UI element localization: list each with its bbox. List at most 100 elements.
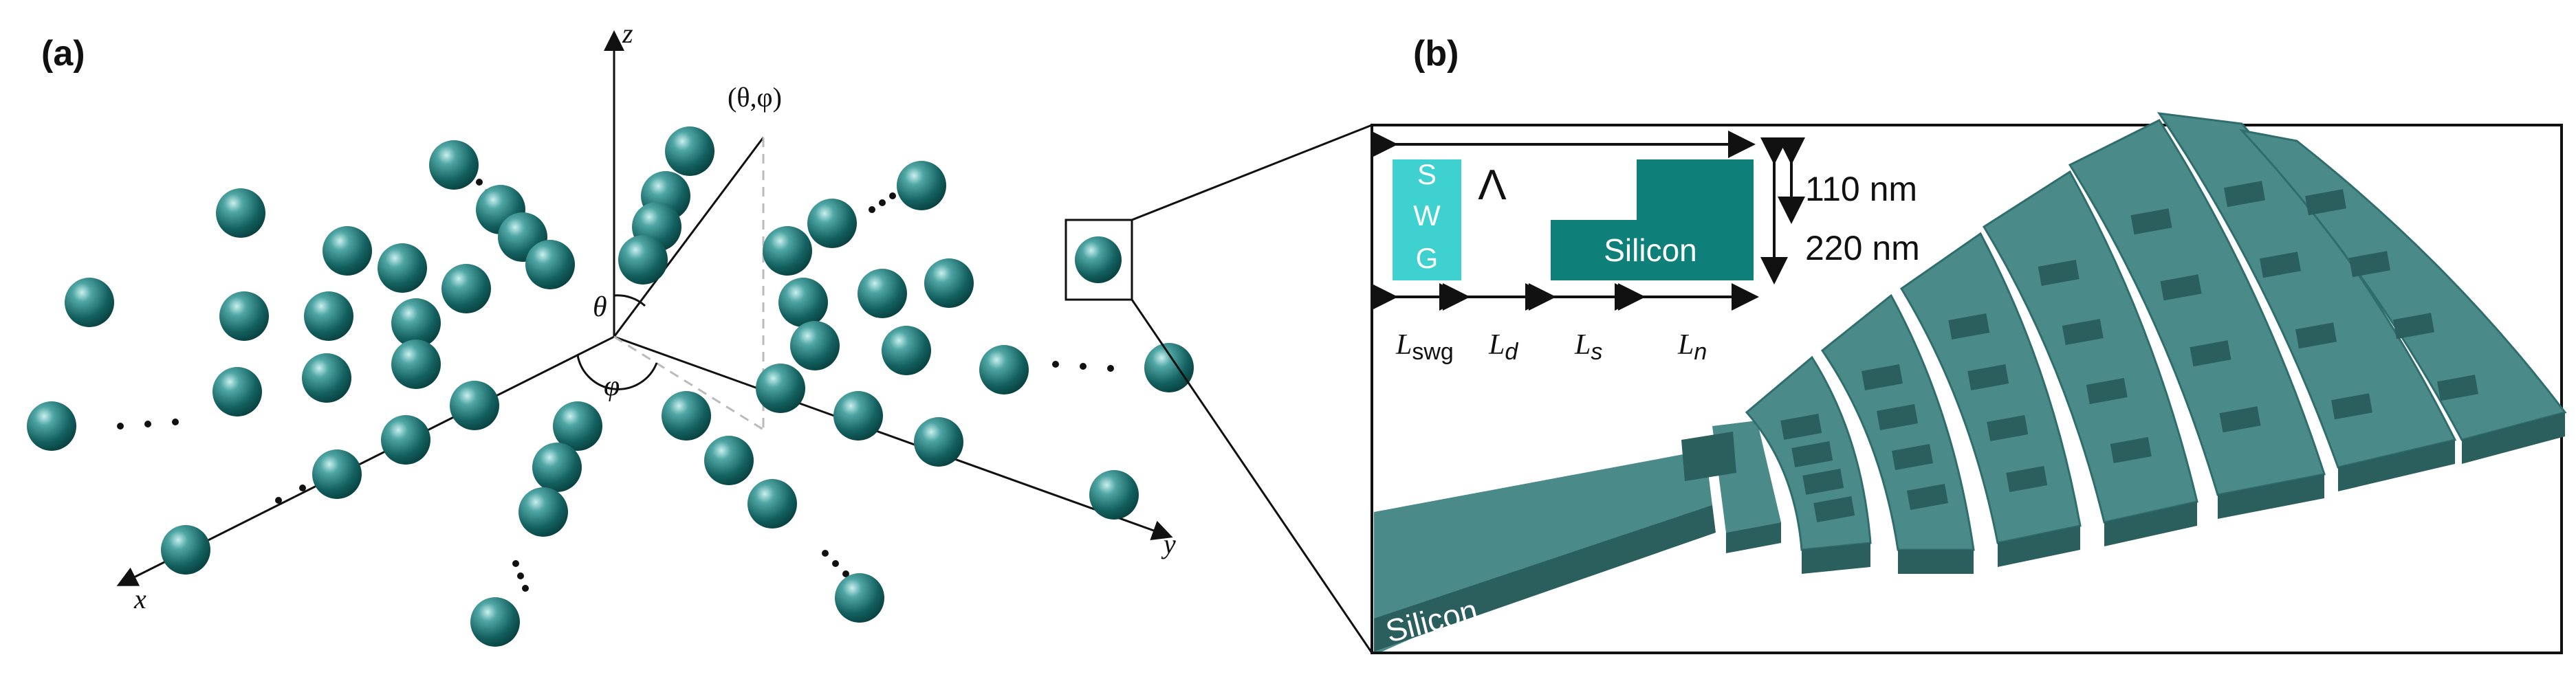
phi-label: φ bbox=[604, 370, 620, 402]
grating-notch bbox=[2260, 252, 2301, 278]
phi-arc bbox=[576, 355, 658, 390]
grating-notch bbox=[2437, 375, 2478, 401]
sphere bbox=[1144, 343, 1194, 392]
sphere bbox=[212, 367, 262, 416]
grating-notch bbox=[2086, 378, 2128, 404]
sphere bbox=[553, 401, 602, 451]
grating-notch bbox=[1907, 484, 1948, 510]
swg-letter-s: S bbox=[1417, 158, 1437, 190]
sphere bbox=[882, 326, 931, 375]
grating-notch bbox=[2295, 322, 2337, 349]
period-lambda: Λ bbox=[1478, 162, 1507, 209]
sphere bbox=[519, 487, 568, 537]
sphere bbox=[470, 597, 520, 647]
sphere bbox=[1089, 470, 1139, 520]
theta-label: θ bbox=[593, 291, 607, 323]
sphere bbox=[429, 140, 479, 190]
sphere bbox=[441, 264, 491, 313]
sphere bbox=[304, 291, 353, 341]
grating-segment-side bbox=[2462, 412, 2565, 464]
silicon-block-label: Silicon bbox=[1604, 232, 1697, 268]
dim-label-lswg: Lswg bbox=[1395, 329, 1454, 365]
dim-label-ld: Ld bbox=[1488, 329, 1518, 365]
grating-segment-side bbox=[1802, 543, 1870, 574]
cross-section-inset: S W G Λ Silicon 110 nm 220 nm Lswg Ld Ls… bbox=[1371, 131, 1920, 365]
sphere bbox=[219, 291, 269, 341]
sphere bbox=[858, 269, 907, 318]
direction-vector bbox=[613, 137, 765, 337]
grating-notch bbox=[2130, 208, 2172, 235]
etch-depth-label: 110 nm bbox=[1805, 170, 1917, 208]
sphere-array bbox=[27, 126, 1194, 647]
grating-notch bbox=[1791, 441, 1833, 467]
sphere bbox=[532, 443, 582, 492]
grating-notch bbox=[1967, 364, 2009, 390]
sphere bbox=[312, 449, 362, 499]
sphere bbox=[665, 126, 714, 176]
sphere bbox=[807, 199, 857, 248]
grating-notch bbox=[2038, 260, 2080, 286]
zoomed-sphere bbox=[1075, 236, 1122, 283]
sphere bbox=[618, 235, 668, 285]
dim-label-ls: Ls bbox=[1574, 329, 1602, 365]
swg-letter-w: W bbox=[1413, 199, 1441, 232]
sphere bbox=[790, 321, 840, 370]
sphere bbox=[391, 298, 441, 348]
projection-horizontal bbox=[613, 335, 764, 431]
segment-0-notch bbox=[1681, 432, 1736, 481]
grating-notch bbox=[2160, 274, 2202, 301]
grating-notch bbox=[2305, 189, 2346, 216]
zoom-line-top bbox=[1131, 124, 1373, 221]
grating-notch bbox=[1862, 364, 1903, 390]
sphere bbox=[302, 353, 351, 403]
waveguide-3d-structure bbox=[1374, 112, 2567, 652]
grating-notch bbox=[1948, 313, 1990, 340]
grating-segment-top bbox=[1982, 170, 2198, 524]
swg-letter-g: G bbox=[1416, 242, 1439, 274]
grating-segment-side bbox=[2104, 502, 2197, 546]
y-axis bbox=[613, 335, 1173, 540]
grating-notch bbox=[2393, 313, 2434, 340]
sphere bbox=[835, 573, 884, 623]
sphere bbox=[378, 243, 427, 293]
swg-block bbox=[1393, 159, 1461, 280]
sphere bbox=[778, 278, 828, 327]
grating-segment-side bbox=[2338, 440, 2455, 491]
segment-0-side bbox=[1726, 522, 1781, 553]
silicon-block bbox=[1551, 159, 1754, 280]
grating-segment-side bbox=[2218, 474, 2324, 519]
sphere bbox=[450, 381, 499, 430]
dim-label-ln: Ln bbox=[1677, 329, 1707, 365]
sphere bbox=[704, 436, 754, 485]
sphere bbox=[27, 401, 76, 451]
sphere bbox=[161, 525, 210, 575]
grating-notch bbox=[2110, 437, 2152, 463]
zoom-frame bbox=[1371, 124, 2563, 654]
sphere bbox=[897, 161, 946, 210]
grating-notch bbox=[2190, 340, 2231, 367]
grating-notch bbox=[2006, 466, 2048, 492]
grating-segment-side bbox=[1998, 526, 2080, 567]
grating-notch bbox=[1877, 404, 1918, 430]
sphere bbox=[662, 391, 711, 441]
grating-notch bbox=[2062, 319, 2104, 345]
grating-notch bbox=[2331, 393, 2372, 420]
theta-arc bbox=[613, 294, 646, 307]
sphere bbox=[391, 340, 441, 389]
sphere bbox=[65, 278, 114, 327]
direction-coordinate-label: (θ,φ) bbox=[728, 82, 782, 113]
sphere bbox=[747, 479, 797, 528]
thickness-label: 220 nm bbox=[1805, 229, 1920, 267]
y-axis-label: y bbox=[1161, 528, 1176, 559]
zoom-line-bottom bbox=[1131, 299, 1373, 654]
panel-a-array-diagram: (a) z x y θ φ (θ,φ) bbox=[27, 18, 1373, 654]
x-axis-label: x bbox=[133, 583, 146, 614]
panel-b-grating-antenna: (b) Silicon S W G Λ Silicon 110 nm bbox=[1371, 34, 2567, 654]
grating-notch bbox=[1802, 469, 1844, 495]
sphere bbox=[979, 345, 1029, 394]
panel-a-label: (a) bbox=[41, 34, 85, 74]
sphere bbox=[381, 415, 430, 465]
sphere bbox=[924, 258, 974, 308]
grating-notch bbox=[1892, 444, 1933, 470]
